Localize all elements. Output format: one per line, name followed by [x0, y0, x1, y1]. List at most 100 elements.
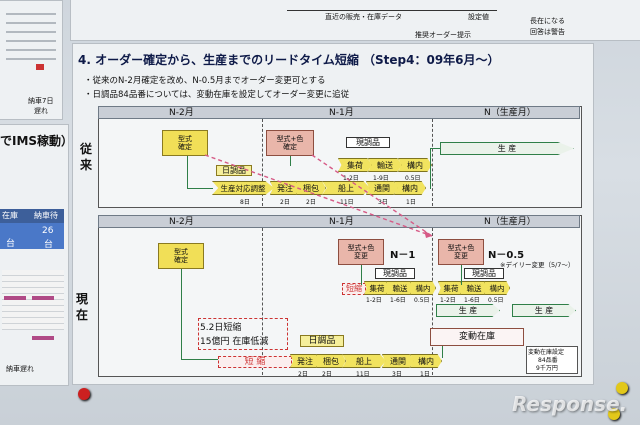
old-top-day-3: 0.5日	[405, 175, 421, 182]
old-bot-day-1: 8日	[240, 199, 250, 206]
old-top-day-1: 1-2日	[343, 175, 359, 182]
old-bot-day-2: 2日	[280, 199, 290, 206]
top-bracket	[287, 10, 497, 11]
new-hendo: 変動在庫	[430, 328, 524, 346]
top-label-present: 推奨オーダー提示	[415, 31, 471, 39]
old-month-n: N（生産月）	[484, 108, 536, 118]
old-bot-seg-3: 梱包	[296, 181, 326, 195]
left-note-3: 納車遅れ	[6, 365, 34, 373]
old-bot-day-4: 11日	[340, 199, 354, 206]
old-label-1: 従	[80, 142, 93, 156]
shift-arrowhead	[424, 230, 432, 238]
new-genchohin-2: 現調品	[464, 268, 504, 279]
shift-line-1	[204, 154, 433, 237]
pin-yellow-1	[616, 382, 628, 394]
old-label-2: 来	[80, 158, 93, 172]
old-conn-v	[187, 156, 188, 188]
new-month-n: N（生産月）	[484, 217, 536, 227]
watermark: Response.	[512, 392, 628, 416]
new-order-box: 型式 確定	[158, 243, 204, 269]
shift-line-2	[311, 154, 433, 237]
pin-red	[78, 388, 90, 400]
new-bot-day-3: 11日	[356, 371, 370, 378]
left-table-header	[0, 209, 64, 223]
top-label-setting: 設定値	[468, 13, 489, 21]
left-table-body	[0, 223, 64, 249]
left-val-b2: 台	[44, 240, 54, 250]
new-reduction-2: 15億円 在庫低減	[200, 337, 269, 347]
new-f1-day-2: 1-6日	[390, 297, 406, 304]
new-conn-hendo	[442, 346, 443, 358]
top-sheet	[70, 0, 640, 41]
old-conn-v2	[290, 156, 291, 166]
old-bot-day-6: 1日	[406, 199, 416, 206]
old-color-box: 型式+色 確定	[266, 130, 314, 156]
old-month-n2: N-2月	[169, 108, 194, 118]
old-bot-day-3: 2日	[306, 199, 316, 206]
left-ims: でIMS稼動）	[0, 134, 74, 148]
new-month-header: N-2月 N-1月 N（生産月）	[98, 215, 580, 228]
new-reduction-1: 5.2日短縮	[200, 323, 242, 333]
left-val-a: 台	[6, 239, 16, 249]
new-genchohin-1: 現調品	[375, 268, 415, 279]
new-f2-day-1: 1-2日	[440, 297, 456, 304]
left-icons	[6, 6, 56, 66]
top-label-warn-1: 長在になる	[530, 17, 565, 25]
old-month-header: N-2月 N-1月 N（生産月）	[98, 106, 580, 119]
new-setting-1: 変動在庫設定	[528, 349, 565, 356]
old-divider-1	[262, 119, 263, 206]
new-n05-label: N－0.5	[488, 250, 525, 261]
new-color-box-n05: 型式+色 変更	[438, 239, 484, 265]
left-mag-1	[4, 296, 26, 300]
new-seisan-1: 生 産	[436, 304, 500, 317]
main-title: 4. オーダー確定から、生産までのリードタイム短縮 （Step4：09年6月～）	[78, 53, 500, 67]
new-f1-day-3: 0.5日	[414, 297, 430, 304]
new-conn-n05	[461, 265, 462, 285]
left-sheet-bottom	[0, 124, 69, 386]
bullet-2: ・日調品84品番については、変動在庫を設定してオーダー変更に追従	[84, 90, 350, 100]
new-bot-day-4: 3日	[392, 371, 402, 378]
left-col-b: 納車待	[34, 211, 58, 220]
old-conn-h	[187, 188, 213, 189]
old-genchohin: 現調品	[346, 137, 390, 148]
left-col-a: 在庫	[2, 211, 18, 220]
new-f1-day-1: 1-2日	[366, 297, 382, 304]
new-n1-label: N－1	[390, 250, 416, 261]
pin-yellow-2	[608, 408, 620, 420]
left-note-2: 遅れ	[34, 107, 48, 115]
old-conn-seisan	[430, 148, 441, 189]
new-tanshuku-1: 短縮	[342, 283, 366, 295]
left-val-b1: 26	[42, 226, 54, 236]
new-bot-day-5: 1日	[420, 371, 430, 378]
new-f1-seg-3: 構内	[410, 281, 436, 295]
new-setting-3: 9千万円	[536, 365, 558, 372]
new-nittyo: 日調品	[300, 335, 344, 347]
new-reduction-box	[198, 318, 288, 350]
new-seisan-2: 生 産	[512, 304, 576, 317]
new-month-n1: N-1月	[329, 217, 354, 227]
new-daily: ※デイリー変更（5/7～）	[500, 261, 575, 269]
left-mini-table	[2, 270, 64, 330]
new-month-n2: N-2月	[169, 217, 194, 227]
new-bot-day-2: 2日	[322, 371, 332, 378]
new-tanshuku-2: 短 縮	[218, 356, 292, 368]
left-mag-2	[32, 296, 54, 300]
new-setting-2: 84品番	[538, 357, 558, 364]
left-mag-3	[32, 336, 54, 340]
old-order-box: 型式 確定	[162, 130, 208, 156]
old-month-n1: N-1月	[329, 108, 354, 118]
new-conn-n1	[361, 265, 362, 285]
new-conn-main-v	[181, 269, 182, 359]
new-label-2: 在	[76, 308, 89, 322]
new-f2-day-2: 1-6日	[464, 297, 480, 304]
new-f2-day-3: 0.5日	[488, 297, 504, 304]
new-color-box-n1: 型式+色 変更	[338, 239, 384, 265]
new-divider-2	[432, 228, 433, 375]
left-red-icon	[36, 64, 44, 70]
top-label-data: 直近の販売・在庫データ	[325, 13, 402, 21]
old-divider-2	[432, 119, 433, 206]
new-divider-1	[262, 228, 263, 375]
left-note-1: 納車7日	[28, 97, 54, 105]
